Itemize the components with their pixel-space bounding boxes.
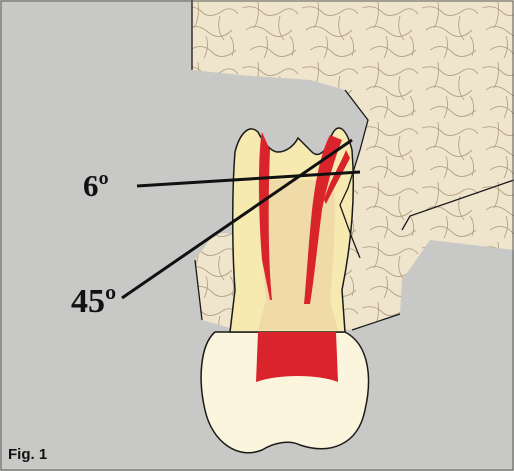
angle-label-45-degrees: 45º: [71, 285, 116, 319]
angle-label-6-degrees: 6º: [83, 170, 109, 201]
pulp-chamber: [256, 332, 338, 382]
figure-caption: Fig. 1: [8, 447, 47, 462]
